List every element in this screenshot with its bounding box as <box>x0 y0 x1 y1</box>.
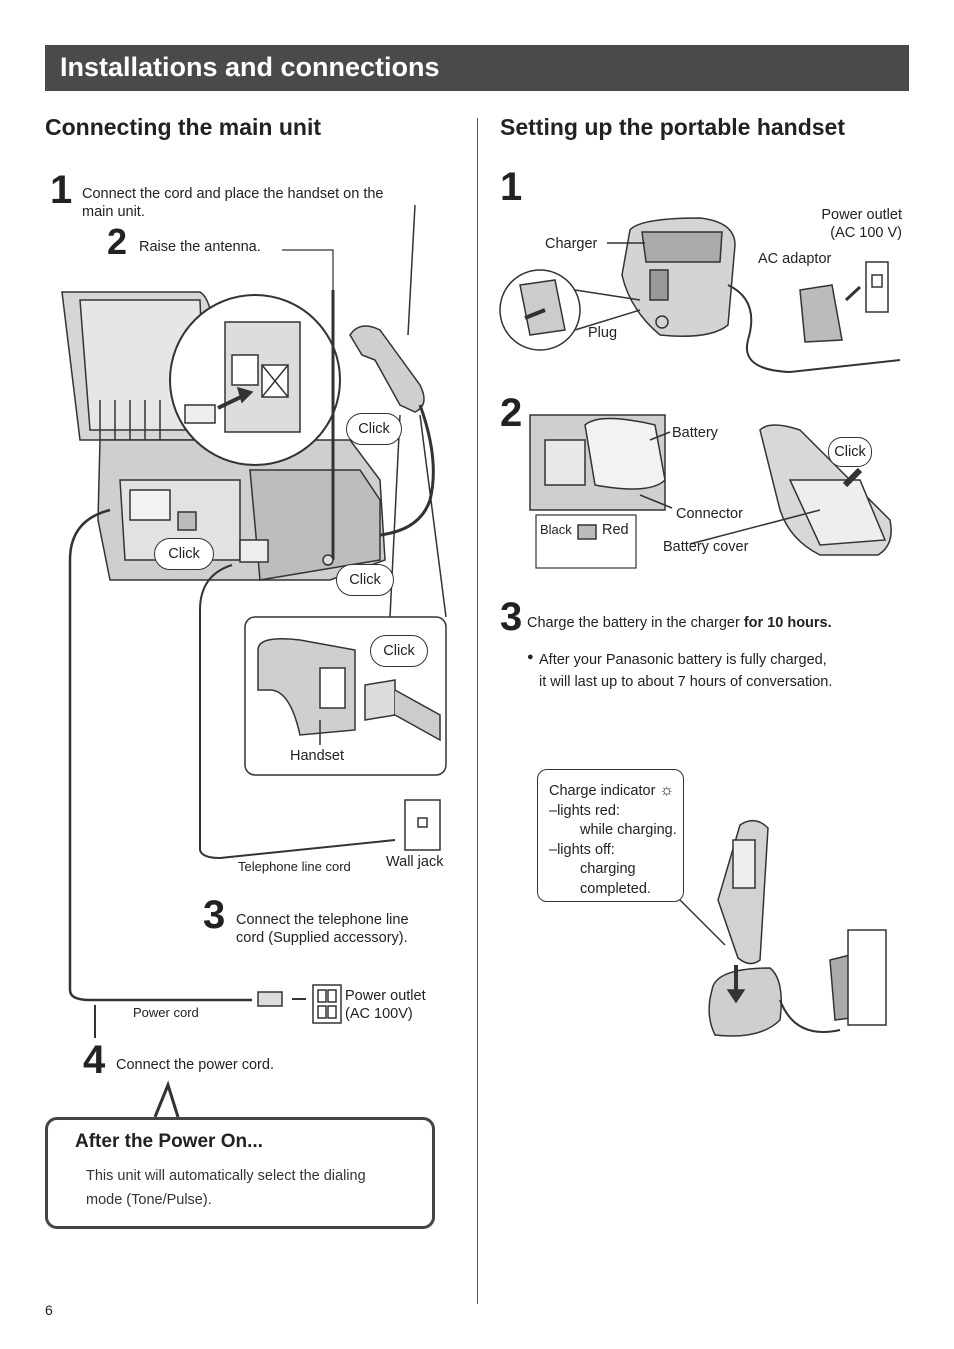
charge-indicator-box <box>537 769 684 902</box>
phone-cord-line <box>199 564 396 860</box>
click-bubble: Click <box>346 413 402 445</box>
charger-illustration <box>499 217 901 373</box>
column-divider <box>477 118 478 1304</box>
step3-charge-prefix: Charge the battery in the charger <box>527 615 744 631</box>
after-power-on-box <box>45 1117 435 1229</box>
battery-illustration <box>529 414 673 569</box>
step3-charge-text: Charge the battery in the charger for 10… <box>527 615 832 631</box>
battery-cover-illustration <box>689 424 892 556</box>
step1-text: Connect the cord and place the handset o… <box>82 185 442 221</box>
battery-note: After your Panasonic battery is fully ch… <box>539 649 832 693</box>
page-title: Installations and connections <box>60 52 440 82</box>
power-outlet-right-line2: (AC 100 V) <box>830 225 902 241</box>
battery-note-line2: it will last up to about 7 hours of conv… <box>539 674 833 690</box>
click-bubble: Click <box>336 564 394 596</box>
step-number: 3 <box>500 595 523 639</box>
charge-indicator-line6: completed. <box>580 880 651 897</box>
after-power-on-text: This unit will automatically select the … <box>86 1164 416 1212</box>
connector-label: Connector <box>676 506 743 522</box>
click-bubble: Click <box>828 437 872 467</box>
power-outlet-illustration <box>312 984 342 1024</box>
step1-line1: Connect the cord and place the handset o… <box>82 186 384 202</box>
power-outlet-right-line1: Power outlet <box>821 207 902 223</box>
charge-indicator-text: Charge indicator ☼ –lights red: while ch… <box>549 781 677 899</box>
handset-receiver-illustration <box>349 204 435 537</box>
power-outlet-line1: Power outlet <box>345 988 426 1004</box>
section-heading-handset: Setting up the portable handset <box>500 114 846 140</box>
wall-jack-illustration <box>404 799 441 851</box>
section-heading-main-unit: Connecting the main unit <box>45 114 321 140</box>
after-power-line1: This unit will automatically select the … <box>86 1168 366 1184</box>
ac-adaptor-illustration <box>799 284 843 343</box>
handset-label: Handset <box>290 748 345 764</box>
step3-line1: Connect the telephone line <box>236 912 409 928</box>
step-number: 1 <box>500 165 523 209</box>
step-number: 2 <box>107 221 128 262</box>
charger-label: Charger <box>545 236 598 252</box>
battery-note-line1: After your Panasonic battery is fully ch… <box>539 652 827 668</box>
battery-label: Battery <box>672 425 718 441</box>
step2-text: Raise the antenna. <box>139 239 261 255</box>
step-number: 2 <box>500 391 523 435</box>
charge-indicator-line1: Charge indicator ☼ <box>549 782 675 799</box>
charge-indicator-line3: while charging. <box>580 822 677 838</box>
step3-line2: cord (Supplied accessory). <box>236 930 408 946</box>
charge-indicator-line5: charging <box>580 861 636 877</box>
after-power-line2: mode (Tone/Pulse). <box>86 1192 212 1208</box>
ac-adaptor-label: AC adaptor <box>758 251 832 267</box>
jack-zoom-illustration <box>169 294 341 466</box>
power-cord-label: Power cord <box>133 1005 199 1020</box>
step3-charge-bold: for 10 hours. <box>743 615 832 631</box>
click-bubble: Click <box>154 538 214 570</box>
light-icon: ☼ <box>659 782 675 799</box>
black-wire-label: Black <box>540 522 572 537</box>
power-cord-line <box>68 508 252 1002</box>
charge-indicator-line2: –lights red: <box>549 802 620 819</box>
step-number: 1 <box>50 168 73 212</box>
telephone-line-cord-label: Telephone line cord <box>238 859 351 874</box>
bullet-icon: ● <box>527 651 534 663</box>
step4-text: Connect the power cord. <box>116 1057 274 1073</box>
step3-text: Connect the telephone line cord (Supplie… <box>236 911 446 947</box>
page-number: 6 <box>45 1302 53 1318</box>
red-wire-label: Red <box>602 522 629 538</box>
click-bubble: Click <box>370 635 428 667</box>
power-outlet-label: Power outlet (AC 100V) <box>345 987 426 1023</box>
step-number: 4 <box>83 1038 106 1082</box>
charge-indicator-line4: –lights off: <box>549 841 615 858</box>
charging-handset-illustration <box>679 819 887 1037</box>
step1-line2: main unit. <box>82 204 145 220</box>
plug-label: Plug <box>588 325 618 341</box>
power-outlet-line2: (AC 100V) <box>345 1006 413 1022</box>
step-number: 3 <box>203 893 226 937</box>
power-outlet-right-label: Power outlet (AC 100 V) <box>790 206 902 242</box>
battery-cover-label: Battery cover <box>663 539 749 555</box>
wall-jack-label: Wall jack <box>386 854 444 870</box>
title-banner <box>45 45 909 91</box>
after-power-on-title: After the Power On... <box>75 1131 263 1152</box>
